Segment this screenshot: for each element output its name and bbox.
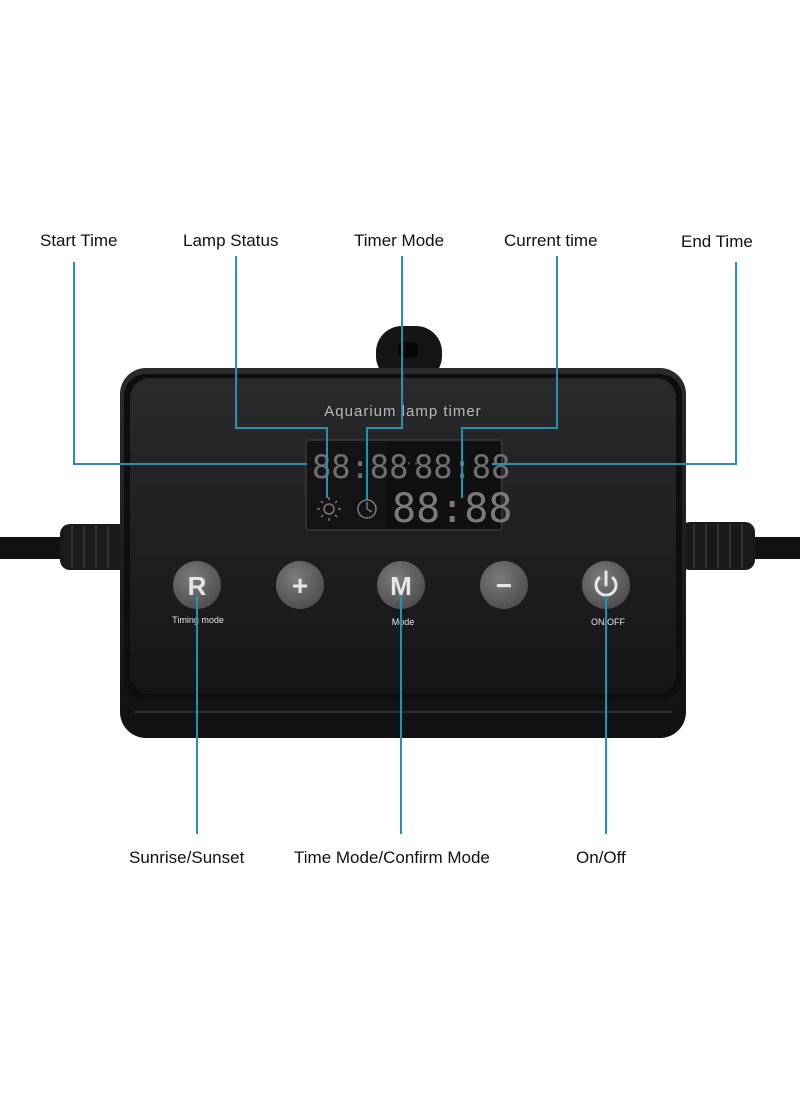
timing-mode-button[interactable]: R bbox=[173, 561, 221, 609]
lamp-status-leader bbox=[235, 256, 328, 498]
lcd-display: 88:88 ··· 88:88 88:88 bbox=[305, 439, 512, 532]
mode-button[interactable]: M bbox=[377, 561, 425, 609]
start-time-leader bbox=[73, 262, 307, 465]
left-cable bbox=[0, 524, 130, 570]
device-body bbox=[120, 368, 686, 738]
minus-icon: − bbox=[496, 570, 512, 601]
plus-button[interactable]: + bbox=[276, 561, 324, 609]
callout-timer-mode: Timer Mode bbox=[354, 231, 445, 250]
timing-mode-button-glyph: R bbox=[188, 571, 207, 601]
callout-on-off: On/Off bbox=[576, 848, 626, 867]
callout-sunrise-sunset: Sunrise/Sunset bbox=[129, 848, 245, 867]
mode-button-glyph: M bbox=[390, 571, 412, 601]
minus-button[interactable]: − bbox=[480, 561, 528, 609]
power-icon bbox=[594, 570, 618, 597]
end-time-leader bbox=[492, 262, 737, 465]
callout-current-time: Current time bbox=[504, 231, 598, 250]
callout-lamp-status: Lamp Status bbox=[183, 231, 279, 250]
sun-icon bbox=[317, 497, 341, 521]
display-separator-dots: ··· bbox=[398, 457, 420, 471]
start-time-readout: 88:88 bbox=[312, 448, 408, 486]
callout-lines bbox=[73, 256, 737, 834]
callout-time-mode-confirm: Time Mode/Confirm Mode bbox=[294, 848, 490, 867]
callout-end-time: End Time bbox=[681, 232, 753, 251]
current-time-readout: 88:88 bbox=[392, 486, 512, 532]
power-button[interactable] bbox=[582, 561, 630, 609]
right-cable bbox=[680, 522, 800, 570]
timer-mode-leader bbox=[366, 256, 403, 500]
plus-icon: + bbox=[292, 570, 308, 601]
on-off-label: ON/OFF bbox=[591, 617, 625, 627]
callout-start-time: Start Time bbox=[40, 231, 118, 250]
current-time-leader bbox=[461, 256, 558, 498]
mode-label: Mode bbox=[392, 617, 415, 627]
